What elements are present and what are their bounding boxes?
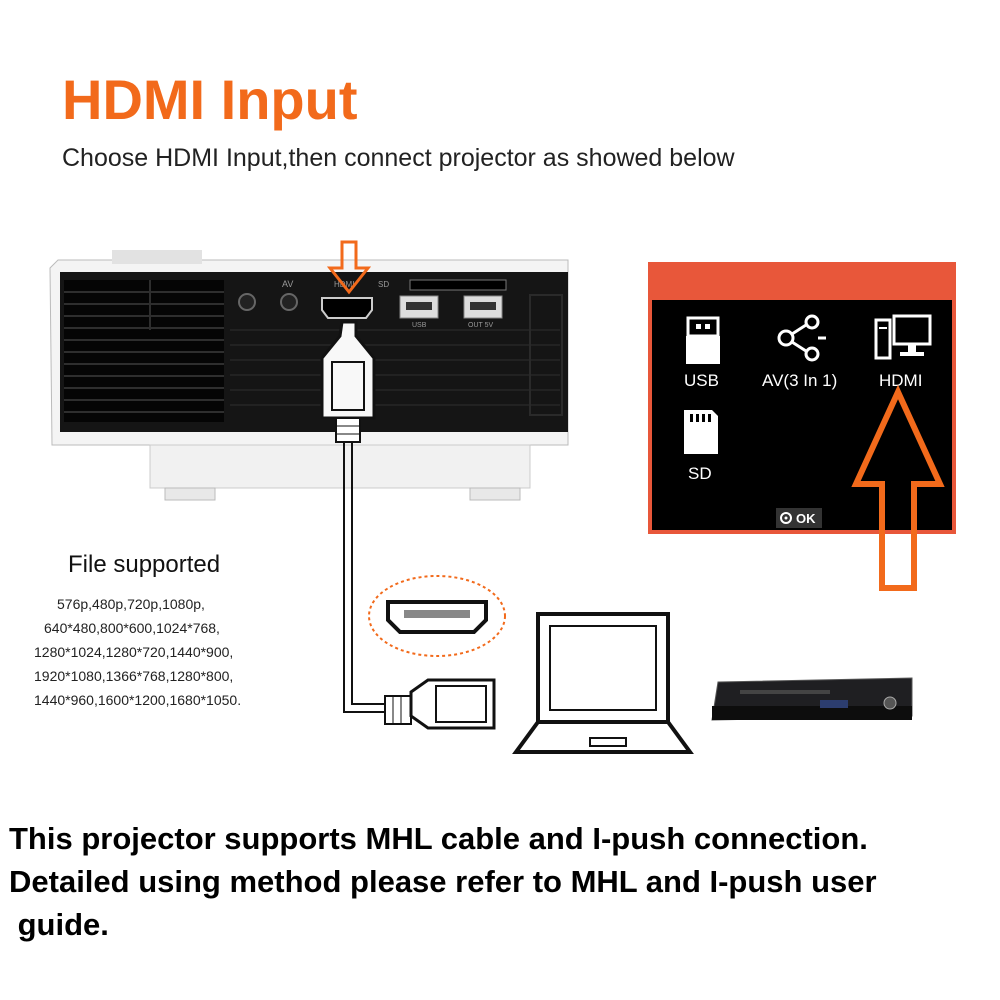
projector-ports: AV HDMI SD USB OUT 5V (238, 279, 507, 329)
sd-card-icon (684, 410, 718, 454)
files-line: 1440*960,1600*1200,1680*1050. (34, 692, 242, 708)
notice-line: guide. (9, 907, 109, 942)
files-heading: File supported (68, 551, 221, 578)
port-label-av: AV (282, 279, 293, 289)
av-jack (280, 293, 298, 311)
notice-line: This projector supports MHL cable and I-… (9, 821, 868, 856)
hdmi-cable (320, 320, 496, 730)
notice-line: Detailed using method please refer to MH… (9, 864, 877, 899)
files-line: 1280*1024,1280*720,1440*900, (34, 644, 234, 660)
port-label-out: OUT 5V (468, 322, 493, 329)
projector: AV HDMI SD USB OUT 5V (49, 250, 569, 501)
input-menu-screen: USB AV(3 In 1) HDMI SD OK (648, 262, 956, 534)
usb-drive-icon (686, 316, 720, 364)
audio-jack (238, 293, 256, 311)
menu-item-sd: SD (688, 464, 712, 483)
menu-item-usb: USB (684, 371, 719, 390)
files-line: 1920*1080,1366*768,1280*800, (34, 668, 234, 684)
page-title: HDMI Input (62, 68, 358, 131)
computer-icon (874, 314, 932, 360)
dvd-player-icon (711, 677, 913, 721)
hdmi-port-arrow-icon (326, 240, 372, 295)
menu-item-av: AV(3 In 1) (762, 371, 837, 390)
hdmi-connector-icon (368, 575, 506, 657)
share-icon (777, 314, 826, 362)
hdmi-port (321, 297, 373, 319)
laptop-icon (512, 612, 694, 754)
sd-slot (409, 279, 507, 291)
projector-vents (64, 280, 563, 422)
page-subtitle: Choose HDMI Input,then connect projector… (62, 144, 735, 172)
port-label-usb: USB (412, 322, 427, 329)
files-line: 576p,480p,720p,1080p, (57, 596, 205, 612)
menu-item-hdmi: HDMI (879, 371, 922, 390)
ok-button: OK (776, 508, 822, 528)
files-line: 640*480,800*600,1024*768, (44, 620, 220, 636)
select-hdmi-arrow-icon (851, 384, 945, 591)
ok-label: OK (796, 511, 816, 526)
port-label-sd: SD (378, 280, 389, 289)
